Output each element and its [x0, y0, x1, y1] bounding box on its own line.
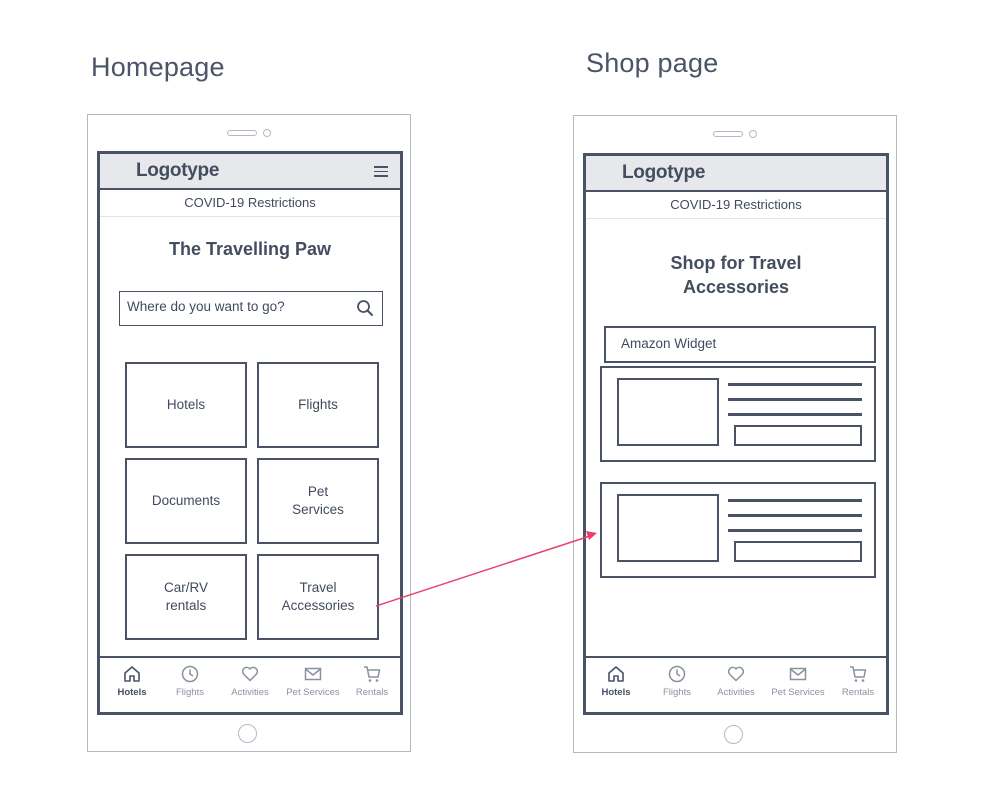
- title-line: Accessories: [682, 277, 790, 297]
- home-icon: [124, 666, 140, 682]
- nav-label: Flights: [663, 687, 691, 698]
- tile-flights[interactable]: Flights: [257, 362, 379, 448]
- nav-item-pet-services[interactable]: Pet Services: [768, 664, 828, 698]
- tile-documents[interactable]: Documents: [125, 458, 247, 544]
- shop-page-label: Shop page: [586, 48, 719, 78]
- page-title: Shop for Travel Accessories: [586, 251, 886, 299]
- search-placeholder: Where do you want to go?: [127, 299, 285, 314]
- text-line: [728, 413, 862, 416]
- product-card[interactable]: [600, 366, 876, 462]
- nav-label: Pet Services: [771, 687, 825, 698]
- mail-icon: [789, 667, 807, 681]
- nav-item-rentals[interactable]: Rentals: [342, 664, 400, 698]
- text-line: [728, 383, 862, 386]
- app-header: Logotype: [586, 156, 886, 192]
- nav-item-flights[interactable]: Flights: [647, 664, 707, 698]
- cart-icon: [364, 666, 381, 682]
- nav-item-flights[interactable]: Flights: [160, 664, 220, 698]
- nav-label: Hotels: [601, 687, 631, 698]
- nav-label: Activities: [717, 687, 755, 698]
- tile-hotels[interactable]: Hotels: [125, 362, 247, 448]
- heart-icon: [727, 666, 745, 682]
- hamburger-menu-icon[interactable]: [374, 166, 388, 177]
- phone-home-button: [724, 725, 743, 744]
- covid-restrictions-link[interactable]: COVID-19 Restrictions: [586, 192, 886, 219]
- nav-label: Pet Services: [286, 687, 340, 698]
- clock-icon: [668, 665, 686, 683]
- phone-camera: [749, 130, 757, 138]
- bottom-nav: Hotels Flights Activities Pet Services R…: [100, 656, 400, 712]
- nav-label: Flights: [176, 687, 204, 698]
- heart-icon: [241, 666, 259, 682]
- shop-screen: Logotype COVID-19 Restrictions Shop for …: [583, 153, 889, 715]
- text-line: [728, 514, 862, 517]
- product-image-placeholder: [617, 494, 719, 562]
- search-icon[interactable]: [356, 299, 374, 317]
- title-line: Shop for Travel: [670, 253, 802, 273]
- nav-label: Activities: [231, 687, 269, 698]
- homepage-label: Homepage: [91, 52, 225, 82]
- homepage-screen: Logotype COVID-19 Restrictions The Trave…: [97, 151, 403, 715]
- nav-item-activities[interactable]: Activities: [706, 664, 766, 698]
- shop-phone-frame: Logotype COVID-19 Restrictions Shop for …: [573, 115, 897, 753]
- bottom-nav: Hotels Flights Activities Pet Services R…: [586, 656, 886, 712]
- tile-pet-services[interactable]: Pet Services: [257, 458, 379, 544]
- product-image-placeholder: [617, 378, 719, 446]
- phone-camera: [263, 129, 271, 137]
- home-icon: [608, 666, 624, 682]
- text-line: [728, 499, 862, 502]
- product-button-placeholder[interactable]: [734, 541, 862, 562]
- homepage-phone-frame: Logotype COVID-19 Restrictions The Trave…: [87, 114, 411, 752]
- product-button-placeholder[interactable]: [734, 425, 862, 446]
- covid-restrictions-link[interactable]: COVID-19 Restrictions: [100, 190, 400, 217]
- nav-item-hotels[interactable]: Hotels: [586, 664, 646, 698]
- app-header: Logotype: [100, 154, 400, 190]
- nav-item-hotels[interactable]: Hotels: [102, 664, 162, 698]
- nav-item-activities[interactable]: Activities: [220, 664, 280, 698]
- tile-travel-accessories[interactable]: Travel Accessories: [257, 554, 379, 640]
- nav-item-rentals[interactable]: Rentals: [828, 664, 886, 698]
- tile-car-rv-rentals[interactable]: Car/RV rentals: [125, 554, 247, 640]
- logo[interactable]: Logotype: [622, 162, 706, 183]
- nav-label: Rentals: [841, 687, 875, 698]
- nav-label: Hotels: [117, 687, 147, 698]
- phone-home-button: [238, 724, 257, 743]
- amazon-widget-bar[interactable]: Amazon Widget: [604, 326, 876, 363]
- page-title: The Travelling Paw: [168, 239, 332, 259]
- phone-speaker: [713, 131, 743, 137]
- nav-label: Rentals: [355, 687, 389, 698]
- nav-item-pet-services[interactable]: Pet Services: [283, 664, 343, 698]
- product-card[interactable]: [600, 482, 876, 578]
- mail-icon: [304, 667, 322, 681]
- phone-speaker: [227, 130, 257, 136]
- text-line: [728, 398, 862, 401]
- logo[interactable]: Logotype: [136, 160, 220, 181]
- cart-icon: [850, 666, 867, 682]
- flow-arrow-line: [375, 535, 591, 607]
- flow-arrow-head: [586, 531, 597, 540]
- text-line: [728, 529, 862, 532]
- clock-icon: [181, 665, 199, 683]
- search-input[interactable]: Where do you want to go?: [119, 291, 383, 326]
